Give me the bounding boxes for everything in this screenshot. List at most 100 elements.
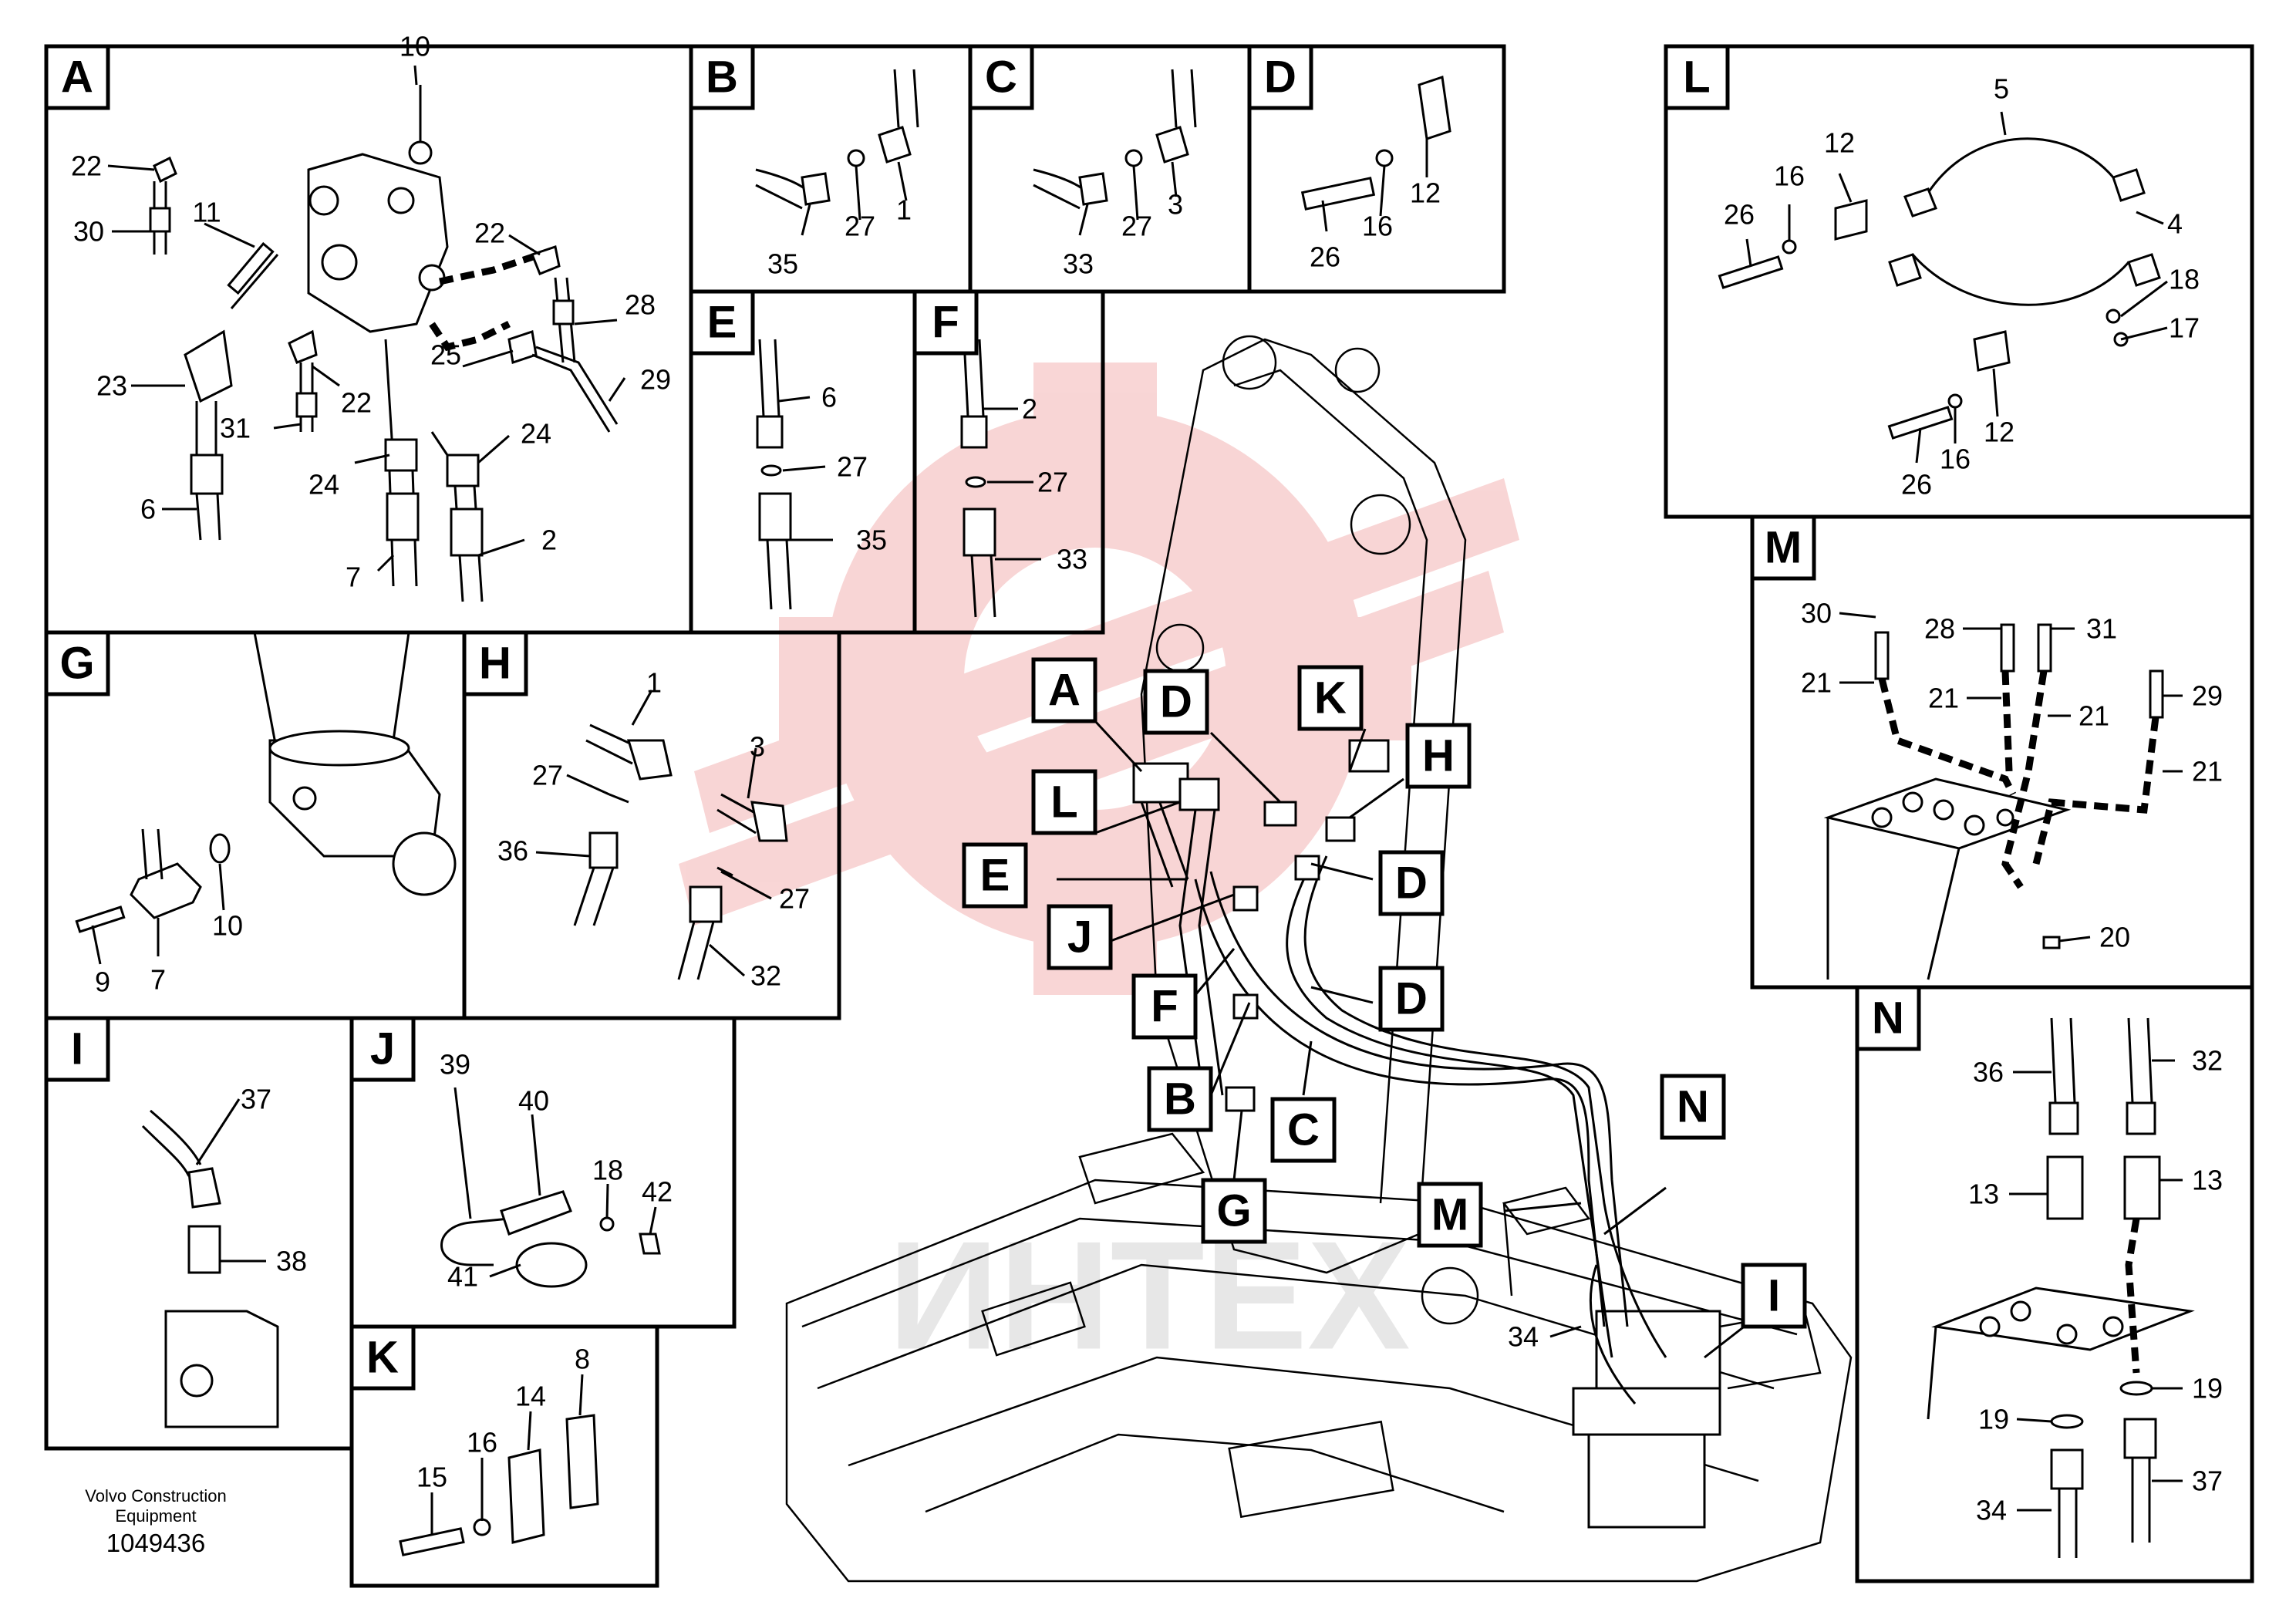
- panel-letter-K: K: [349, 1324, 416, 1391]
- main-label-C: C: [1270, 1097, 1337, 1163]
- main-view-labels: A D K H L E D J F D B C G M N I 34: [962, 657, 1807, 1353]
- svg-text:39: 39: [440, 1049, 470, 1081]
- callout: 22: [474, 218, 505, 249]
- svg-text:M: M: [1431, 1190, 1468, 1240]
- watermark: ИНТЕХ: [679, 363, 1519, 1382]
- callout: 2: [541, 524, 557, 556]
- svg-text:3: 3: [750, 731, 765, 763]
- svg-text:12: 12: [1984, 416, 2014, 448]
- panel-letter-H: H: [462, 630, 528, 696]
- panel-letter-M: M: [1750, 514, 1816, 581]
- document-number: 1049436: [106, 1529, 205, 1557]
- callout: 30: [73, 216, 104, 248]
- svg-text:L: L: [1050, 777, 1077, 828]
- svg-text:41: 41: [447, 1261, 478, 1293]
- svg-text:A: A: [61, 52, 93, 103]
- svg-text:35: 35: [767, 248, 798, 280]
- panel-K-drawing: [399, 1414, 599, 1556]
- svg-text:2: 2: [1022, 393, 1037, 425]
- svg-text:7: 7: [150, 964, 166, 996]
- panel-letter-N: N: [1855, 985, 1921, 1051]
- panel-E-drawing: [756, 339, 792, 610]
- svg-text:G: G: [59, 639, 94, 689]
- gear-watermark-icon: [679, 363, 1519, 995]
- callout: 31: [220, 413, 251, 444]
- main-machine-view: [785, 335, 1853, 1583]
- callout: 29: [640, 364, 671, 396]
- footer-credit: Volvo Construction Equipment 1049436: [85, 1486, 226, 1557]
- main-label-H: H: [1405, 723, 1472, 789]
- svg-text:21: 21: [1928, 683, 1959, 714]
- panel-A-frame: [44, 44, 693, 635]
- svg-text:L: L: [1683, 52, 1710, 103]
- panel-letter-D: D: [1247, 44, 1313, 110]
- svg-text:A: A: [1048, 666, 1081, 716]
- svg-text:1: 1: [896, 194, 912, 226]
- svg-text:20: 20: [2099, 922, 2130, 953]
- callouts-K: 8 14 16 15: [416, 1344, 590, 1493]
- svg-text:27: 27: [1121, 211, 1152, 242]
- company-name-line1: Volvo Construction: [85, 1486, 226, 1506]
- svg-text:27: 27: [779, 883, 810, 915]
- panel-J-drawing: [440, 1190, 661, 1288]
- main-callout-34: 34: [1508, 1321, 1539, 1353]
- callouts-D: 26 16 12: [1310, 177, 1441, 273]
- panel-F-frame: [912, 289, 1105, 635]
- svg-text:5: 5: [1994, 73, 2009, 105]
- main-label-D: D: [1143, 669, 1209, 735]
- panel-letter-L: L: [1664, 44, 1730, 110]
- svg-text:27: 27: [845, 211, 875, 242]
- svg-text:1: 1: [646, 667, 662, 699]
- svg-text:10: 10: [212, 910, 243, 942]
- svg-text:38: 38: [276, 1246, 307, 1277]
- svg-text:D: D: [1264, 52, 1296, 103]
- main-label-D2: D: [1378, 850, 1445, 916]
- svg-text:18: 18: [2169, 264, 2200, 295]
- leader-lines: [91, 65, 2183, 1535]
- svg-text:F: F: [1151, 982, 1178, 1032]
- svg-text:B: B: [706, 52, 738, 103]
- panel-F-drawing: [960, 339, 996, 618]
- svg-text:27: 27: [837, 451, 868, 483]
- svg-text:I: I: [1768, 1271, 1780, 1321]
- callouts-L: 5 12 16 26 4 18 17 26 16 12: [1724, 73, 2200, 501]
- panel-letter-E: E: [689, 289, 755, 356]
- svg-text:C: C: [1287, 1105, 1320, 1155]
- svg-text:C: C: [985, 52, 1017, 103]
- callout: 10: [400, 31, 430, 62]
- svg-text:21: 21: [1801, 667, 1832, 699]
- svg-text:27: 27: [1037, 467, 1068, 498]
- svg-text:28: 28: [1924, 613, 1955, 645]
- callout: 6: [140, 494, 156, 525]
- svg-text:16: 16: [1940, 443, 1971, 475]
- callout: 7: [346, 561, 361, 593]
- panel-B-drawing: [755, 69, 919, 210]
- svg-text:40: 40: [518, 1085, 549, 1117]
- svg-text:E: E: [707, 298, 737, 348]
- panel-letter-B: B: [689, 44, 755, 110]
- main-label-J: J: [1047, 904, 1113, 970]
- svg-text:26: 26: [1310, 241, 1340, 273]
- callouts-H: 1 27 3 36 27 32: [497, 667, 810, 992]
- panel-K-frame: [349, 1324, 659, 1588]
- svg-text:36: 36: [497, 835, 528, 867]
- panel-G-drawing: [75, 632, 457, 933]
- svg-text:G: G: [1216, 1186, 1251, 1236]
- svg-text:16: 16: [1774, 160, 1805, 192]
- panel-D-frame: [1247, 44, 1506, 294]
- svg-text:F: F: [932, 298, 959, 348]
- svg-text:B: B: [1164, 1074, 1196, 1125]
- panel-letter-A: A: [44, 44, 110, 110]
- panel-N-drawing: [1927, 1017, 2195, 1558]
- svg-text:M: M: [1765, 523, 1802, 573]
- svg-text:30: 30: [1801, 598, 1832, 629]
- panel-M-drawing: [1823, 623, 2164, 980]
- svg-text:21: 21: [2079, 700, 2109, 732]
- callout: 11: [192, 197, 221, 228]
- svg-text:H: H: [479, 639, 511, 689]
- panel-letter-C: C: [968, 44, 1034, 110]
- main-label-M: M: [1417, 1182, 1483, 1248]
- svg-text:9: 9: [95, 966, 110, 998]
- svg-text:13: 13: [2192, 1165, 2223, 1196]
- svg-text:36: 36: [1973, 1057, 2004, 1088]
